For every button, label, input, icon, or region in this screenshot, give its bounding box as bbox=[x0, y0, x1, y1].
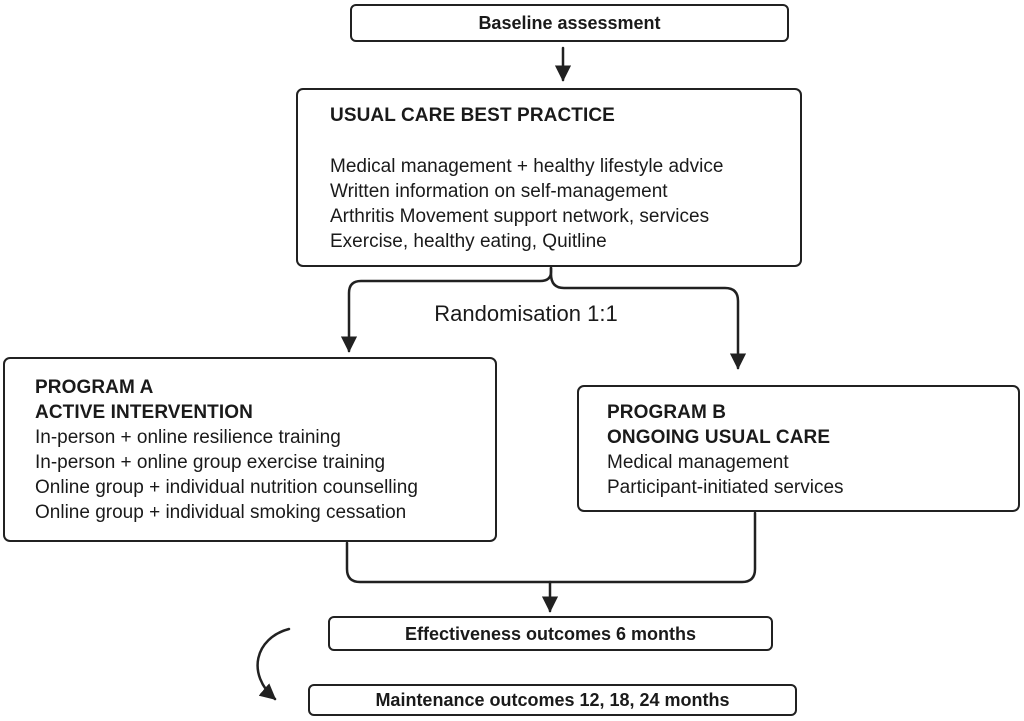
program-a-item: Online group + individual nutrition coun… bbox=[35, 477, 418, 498]
baseline-assessment-label: Baseline assessment bbox=[478, 13, 661, 33]
program-a-title-line-2: ACTIVE INTERVENTION bbox=[35, 402, 253, 423]
baseline-assessment-box: Baseline assessment bbox=[350, 4, 789, 42]
usual-care-item: Arthritis Movement support network, serv… bbox=[330, 206, 710, 227]
program-a-item: In-person + online resilience training bbox=[35, 427, 341, 448]
effectiveness-outcomes-box: Effectiveness outcomes 6 months bbox=[328, 616, 773, 651]
program-a-title-line-1: PROGRAM A bbox=[35, 377, 154, 398]
program-b-title-line-2: ONGOING USUAL CARE bbox=[607, 427, 831, 448]
program-b-box: PROGRAM B ONGOING USUAL CARE Medical man… bbox=[577, 385, 1020, 512]
program-b-title-line-1: PROGRAM B bbox=[607, 402, 727, 423]
usual-care-item: Exercise, healthy eating, Quitline bbox=[330, 231, 607, 252]
program-a-item: Online group + individual smoking cessat… bbox=[35, 502, 407, 523]
program-b-item: Participant-initiated services bbox=[607, 477, 844, 498]
program-b-item: Medical management bbox=[607, 452, 789, 473]
maintenance-outcomes-label: Maintenance outcomes 12, 18, 24 months bbox=[375, 690, 730, 710]
program-a-box: PROGRAM A ACTIVE INTERVENTION In-person … bbox=[3, 357, 497, 542]
usual-care-box: USUAL CARE BEST PRACTICE Medical managem… bbox=[296, 88, 802, 267]
usual-care-item: Written information on self-management bbox=[330, 181, 668, 202]
usual-care-item: Medical management + healthy lifestyle a… bbox=[330, 156, 724, 177]
randomisation-label: Randomisation 1:1 bbox=[434, 301, 618, 326]
maintenance-outcomes-box: Maintenance outcomes 12, 18, 24 months bbox=[308, 684, 797, 716]
curved-arrow-effectiveness-to-maintenance-icon bbox=[256, 627, 291, 701]
effectiveness-outcomes-label: Effectiveness outcomes 6 months bbox=[404, 623, 697, 644]
program-a-item: In-person + online group exercise traini… bbox=[35, 452, 386, 473]
usual-care-title: USUAL CARE BEST PRACTICE bbox=[330, 105, 615, 126]
